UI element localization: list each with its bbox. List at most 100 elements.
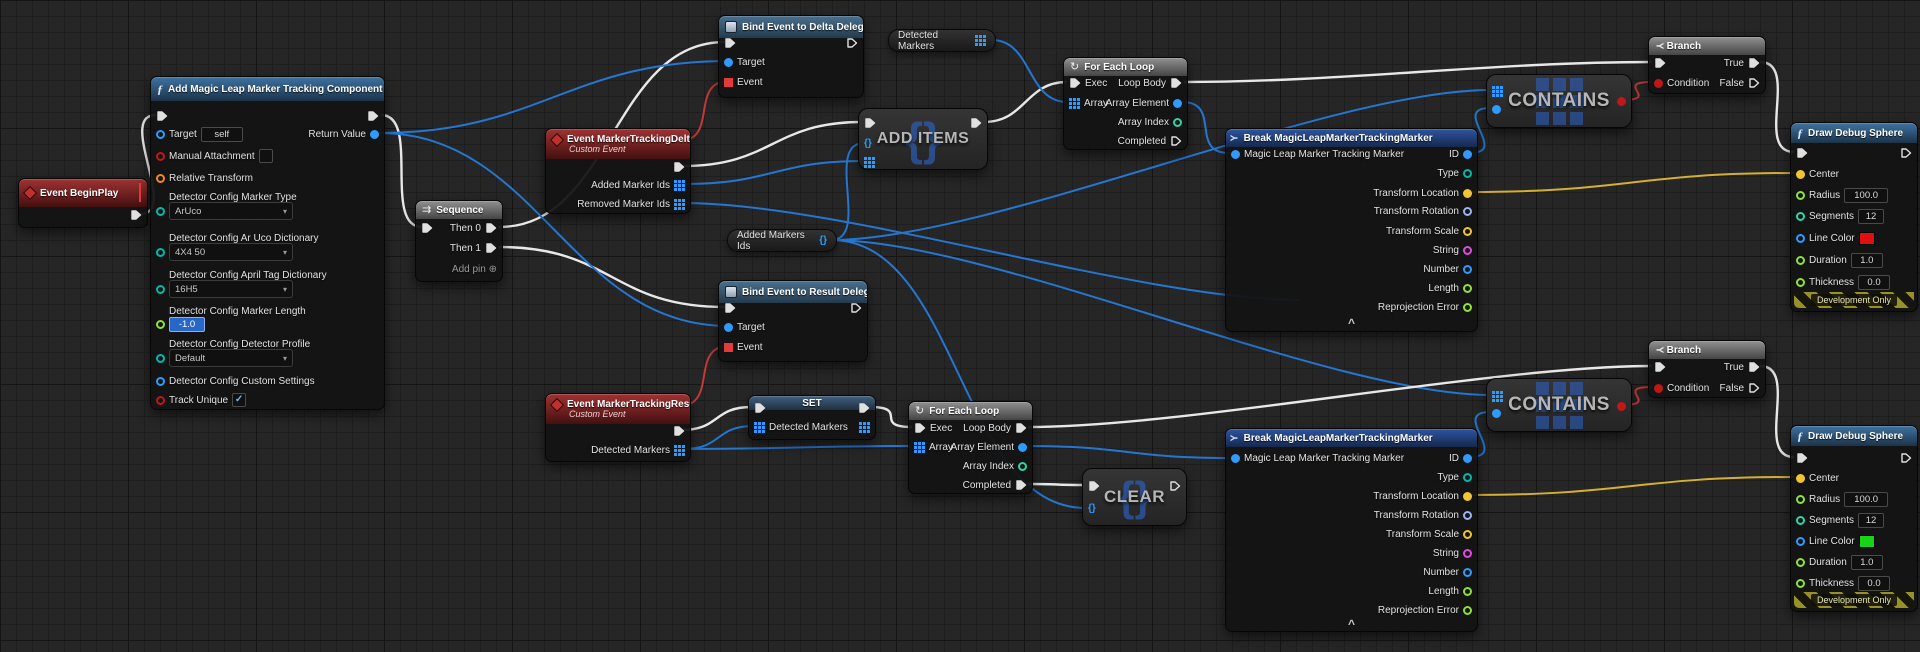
break-magicleapmarkertrackingmarker-bottom-number-pin[interactable] [1463,567,1472,577]
wire-exec-13[interactable] [1183,60,1653,84]
add-magic-leap-marker-tracking-component-relative-transform-pin[interactable] [156,173,165,183]
draw-debug-sphere-bottom-thickness-pin[interactable] [1796,578,1805,588]
set-detected-markers-grid-R-3-pin[interactable] [859,421,870,433]
break-magicleapmarkertrackingmarker-bottom-caret-C-10-pin[interactable]: ^ [1347,617,1355,631]
wire-data-16[interactable] [830,89,1491,241]
add-magic-leap-marker-tracking-component-circle-L-11-dropdown[interactable]: 16H5▾ [169,280,293,298]
draw-debug-sphere-bottom-duration-value-input[interactable]: 1.0 [1850,554,1883,570]
draw-debug-sphere-bottom-radius-value-input[interactable]: 100.0 [1844,491,1889,507]
wire-data-15[interactable] [1469,107,1491,154]
wire-vector-22[interactable] [1469,172,1795,193]
draw-debug-sphere-top-exec-L-0-pin[interactable] [1796,147,1808,159]
break-magicleapmarkertrackingmarker-bottom-transform-scale-pin[interactable] [1463,529,1472,539]
draw-debug-sphere-bottom-thickness-value-input[interactable]: 0.0 [1858,575,1891,591]
bind-event-to-result-delegate[interactable]: Bind Event to Result DelegateTargetEvent [718,280,868,362]
draw-debug-sphere-top-segments-pin[interactable] [1796,211,1805,221]
bind-event-to-delta-delegate-event-pin[interactable] [724,77,733,87]
wire-exec-32[interactable] [1759,364,1795,459]
add-magic-leap-marker-tracking-component-track-unique-checkbox[interactable]: ✓ [232,393,247,407]
for-each-loop-bottom-loop-body-pin[interactable] [1015,422,1027,434]
add-magic-leap-marker-tracking-component-circle-L-11-pin[interactable] [156,284,165,294]
event-markertrackingdelta-added-marker-ids-pin[interactable] [674,179,685,191]
break-magicleapmarkertrackingmarker-bottom-transform-location-pin[interactable] [1463,491,1472,501]
break-magicleapmarkertrackingmarker-top-type-pin[interactable] [1463,168,1472,178]
set-detected-markers-exec-L-0-pin[interactable] [754,402,766,414]
event-markertrackingresult-detected-markers-pin[interactable] [674,444,685,456]
sequence-then-0-pin[interactable] [485,222,497,234]
wire-data-5[interactable] [378,132,730,327]
draw-debug-sphere-top-radius-pin[interactable] [1796,190,1805,200]
contains-top-circle-L-1-pin[interactable] [1492,104,1501,114]
bind-event-to-delta-delegate[interactable]: Bind Event to Delta DelegateTargetEvent [718,15,864,98]
wire-data-10[interactable] [682,202,1301,301]
draw-debug-sphere-bottom-exec-L-0-pin[interactable] [1796,452,1808,464]
break-magicleapmarkertrackingmarker-bottom-type-pin[interactable] [1463,472,1472,482]
event-beginplay-delegate-pin[interactable] [139,183,141,202]
for-each-loop-top-completed-pin[interactable] [1170,135,1182,147]
break-magicleapmarkertrackingmarker-top-string-pin[interactable] [1463,245,1472,255]
event-beginplay-exec-R-0-pin[interactable] [130,209,142,221]
wire-exec-23[interactable] [680,405,753,432]
event-markertrackingresult-exec-R-0-pin[interactable] [673,425,685,437]
wire-data-12[interactable] [991,39,1068,103]
set-detected-markers-detected-markers-pin[interactable] [754,421,765,433]
add-items-exec-R-3-pin[interactable] [970,117,982,129]
contains-bottom-circle-L-1-pin[interactable] [1492,408,1501,418]
wire-data-14[interactable] [1181,101,1230,154]
draw-debug-sphere-bottom-exec-R-1-pin[interactable] [1900,452,1912,464]
branch-bottom-condition-pin[interactable] [1654,383,1663,393]
draw-debug-sphere-top-radius-value-input[interactable]: 100.0 [1844,187,1889,203]
draw-debug-sphere-bottom-line-color-pin[interactable] [1796,536,1805,546]
for-each-loop-bottom-array-pin[interactable] [914,441,925,453]
break-magicleapmarkertrackingmarker-bottom-length-pin[interactable] [1463,586,1472,596]
clear-set-L-1-pin[interactable]: {} [1088,503,1096,514]
bind-event-to-delta-delegate-exec-L-0-pin[interactable] [724,37,736,49]
draw-debug-sphere-bottom-segments-pin[interactable] [1796,515,1805,525]
add-items-grid-L-2-pin[interactable] [864,156,875,168]
draw-debug-sphere-top-line-color-color-swatch[interactable] [1858,231,1875,245]
add-magic-leap-marker-tracking-component-circle-L-9-dropdown[interactable]: 4X4 50▾ [169,243,293,261]
clear[interactable]: {}CLEAR{} [1082,468,1187,526]
branch-top-true-pin[interactable] [1748,57,1760,69]
draw-debug-sphere-bottom-duration-pin[interactable] [1796,557,1805,567]
add-magic-leap-marker-tracking-component-exec-L-0-pin[interactable] [156,110,168,122]
add-magic-leap-marker-tracking-component-circle-L-13-value-input[interactable]: -1.0 [169,316,205,332]
contains-bottom-array-watermark[interactable] [1535,381,1583,429]
draw-debug-sphere-bottom-line-color-color-swatch[interactable] [1858,534,1875,548]
break-magicleapmarkertrackingmarker-top-number-pin[interactable] [1463,264,1472,274]
draw-debug-sphere-top-duration-pin[interactable] [1796,255,1805,265]
bind-event-to-delta-delegate-target-pin[interactable] [724,57,733,67]
event-markertrackingdelta-exec-R-0-pin[interactable] [673,161,685,173]
break-magicleapmarkertrackingmarker-bottom-string-pin[interactable] [1463,548,1472,558]
break-magicleapmarkertrackingmarker-top-id-pin[interactable] [1463,149,1472,159]
wire-exec-1[interactable] [380,113,423,229]
bind-event-to-result-delegate-exec-R-1-pin[interactable] [850,302,862,314]
contains-top-circle-R-2-pin[interactable] [1617,96,1626,106]
branch-bottom-exec-L-0-pin[interactable] [1654,361,1666,373]
draw-debug-sphere-top-duration-value-input[interactable]: 1.0 [1850,252,1883,268]
draw-debug-sphere-bottom-center-pin[interactable] [1796,473,1805,483]
draw-debug-sphere-top-segments-value-input[interactable]: 12 [1858,208,1885,224]
wire-exec-21[interactable] [1759,60,1795,154]
for-each-loop-top-exec-pin[interactable] [1069,77,1081,89]
for-each-loop-top-array-element-pin[interactable] [1173,98,1182,108]
branch-top-condition-pin[interactable] [1654,78,1663,88]
add-items[interactable]: {}ADD ITEMS{} [858,108,988,170]
add-items-set-L-1-pin[interactable]: {} [864,138,872,149]
break-magicleapmarkertrackingmarker-top-transform-rotation-pin[interactable] [1463,206,1472,216]
wire-exec-26[interactable] [869,405,913,429]
break-magicleapmarkertrackingmarker-top-reprojection-error-pin[interactable] [1463,302,1472,312]
branch-bottom-true-pin[interactable] [1748,361,1760,373]
pill-added-markers-ids-output-pin[interactable]: {} [819,234,827,246]
draw-debug-sphere-top-thickness-value-input[interactable]: 0.0 [1858,274,1891,290]
for-each-loop-bottom-completed-pin[interactable] [1015,479,1027,491]
add-magic-leap-marker-tracking-component-manual-attachment-pin[interactable] [156,151,165,161]
wire-data-9[interactable] [682,160,865,185]
